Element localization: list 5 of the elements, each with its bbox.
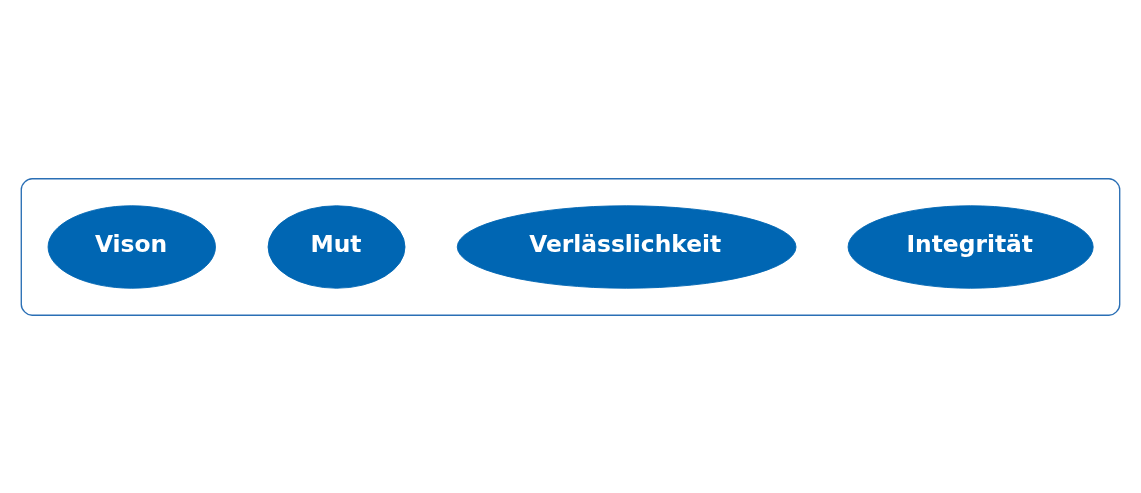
node-ellipse: Mut <box>267 204 406 289</box>
cluster <box>20 177 1121 316</box>
node-ellipse: Verlässlichkeit <box>456 204 797 289</box>
node-ellipse: Integrität <box>847 204 1094 289</box>
node-ellipse: Vison <box>47 204 216 289</box>
